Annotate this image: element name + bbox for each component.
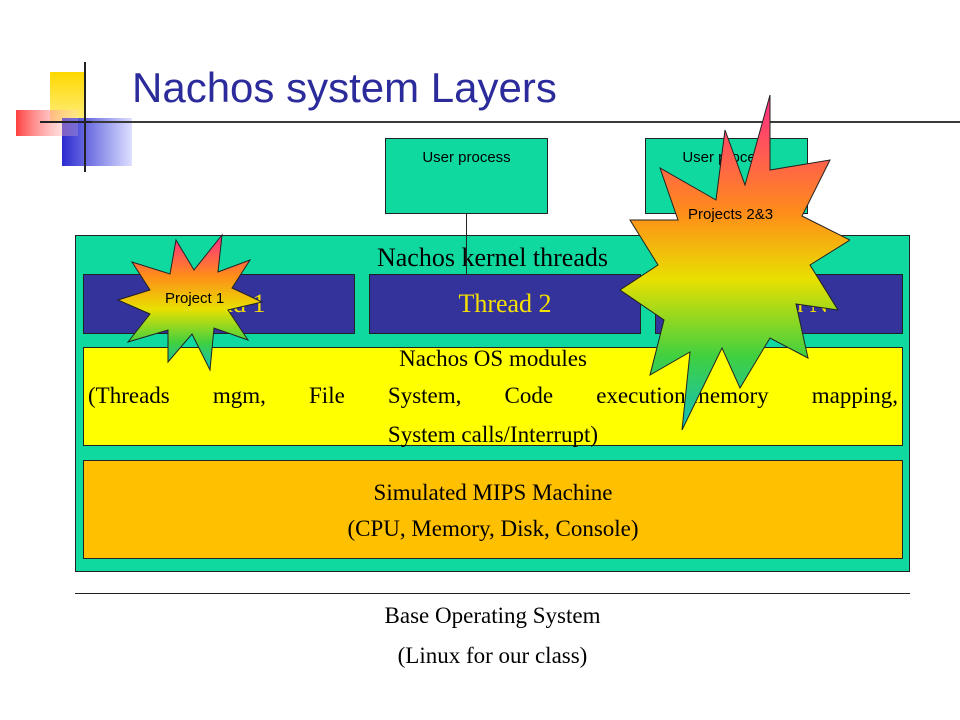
projects-2-3-label: Projects 2&3 xyxy=(688,206,774,223)
os-modules-detail-line2: System calls/Interrupt) xyxy=(387,422,599,447)
os-modules-box xyxy=(83,347,903,446)
kernel-threads-label: Nachos kernel threads xyxy=(376,243,609,272)
project-1-starburst xyxy=(110,230,270,380)
simulated-machine-title: Simulated MIPS Machine xyxy=(373,480,613,505)
user-process-box-1: User process xyxy=(385,138,548,214)
base-os-detail: (Linux for our class) xyxy=(397,643,588,668)
simulated-machine-box xyxy=(83,460,903,559)
project-1-label: Project 1 xyxy=(165,290,225,307)
logo-decoration xyxy=(0,0,140,180)
base-os-divider xyxy=(75,593,910,594)
os-modules-title: Nachos OS modules xyxy=(399,346,587,371)
simulated-machine-detail: (CPU, Memory, Disk, Console) xyxy=(347,516,639,541)
user-process-connector-inner xyxy=(466,236,467,274)
title-underline xyxy=(92,121,960,123)
os-modules-detail-line1: (Threads mgm, File System, Code executio… xyxy=(88,383,898,408)
thread-2-box: Thread 2 xyxy=(369,274,641,334)
projects-2-3-starburst xyxy=(619,90,852,431)
base-os-title: Base Operating System xyxy=(384,603,601,628)
slide-title: Nachos system Layers xyxy=(132,64,557,111)
